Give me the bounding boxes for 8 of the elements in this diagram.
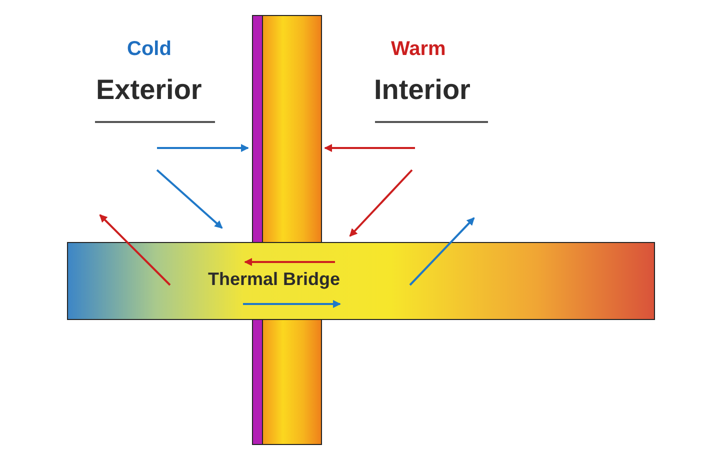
slab-label: Thermal Bridge xyxy=(208,269,340,290)
thermal-bridge-slab xyxy=(67,242,655,320)
warm-label: Warm xyxy=(391,38,446,61)
upper-wall-section xyxy=(252,15,322,243)
interior-heading: Interior xyxy=(374,74,470,106)
lower-wall-section xyxy=(252,319,322,445)
exterior-heading: Exterior xyxy=(96,74,202,106)
cold-label: Cold xyxy=(127,38,172,61)
